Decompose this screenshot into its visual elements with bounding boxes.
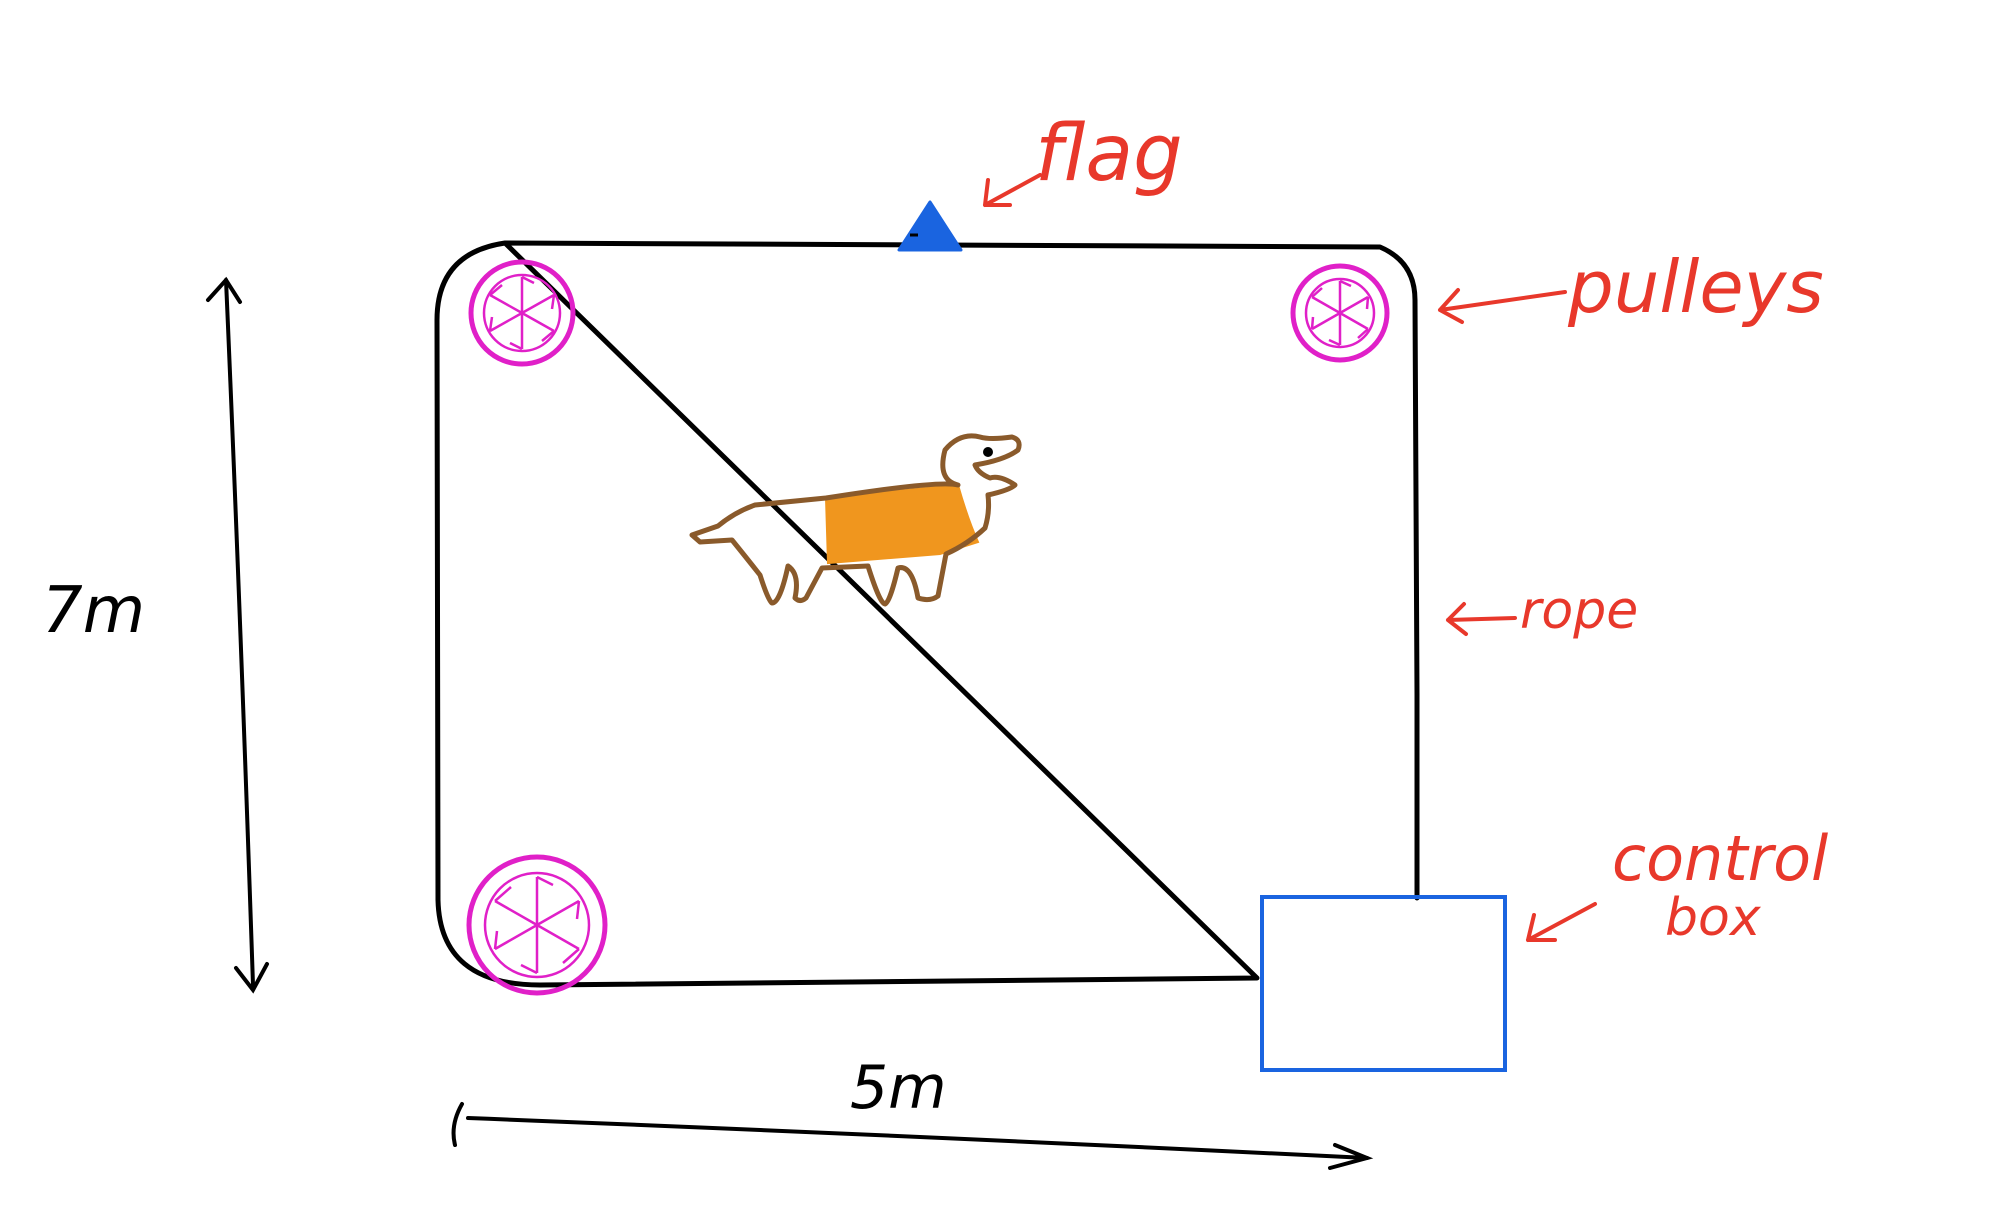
rope-label: rope: [1520, 581, 1638, 641]
animal-drawing: [689, 433, 1022, 607]
rope-arrow: [1446, 602, 1517, 636]
flag-arrow: [983, 173, 1042, 207]
control-box: [1260, 895, 1507, 1072]
box-label: box: [1665, 888, 1762, 948]
flag-icon: [897, 200, 963, 252]
annotation-arrows: [983, 173, 1597, 942]
pulleys-arrow: [1438, 288, 1567, 324]
pulley-top-left-icon: [468, 259, 576, 367]
pulleys-label: pulleys: [1567, 245, 1824, 329]
animal-outline: [689, 433, 1022, 607]
height-dimension-arrow: [206, 276, 269, 994]
height-label: 7m: [42, 574, 145, 648]
width-label: 5m: [850, 1053, 947, 1123]
pulley-top-right-icon: [1290, 263, 1390, 363]
width-dimension-arrow: [451, 1102, 1374, 1170]
control-label: control: [1612, 822, 1828, 895]
pulley-bottom-left-icon: [466, 854, 608, 996]
animal-eye: [983, 447, 993, 457]
control-box-arrow: [1526, 902, 1597, 942]
flag-label: flag: [1035, 109, 1183, 199]
